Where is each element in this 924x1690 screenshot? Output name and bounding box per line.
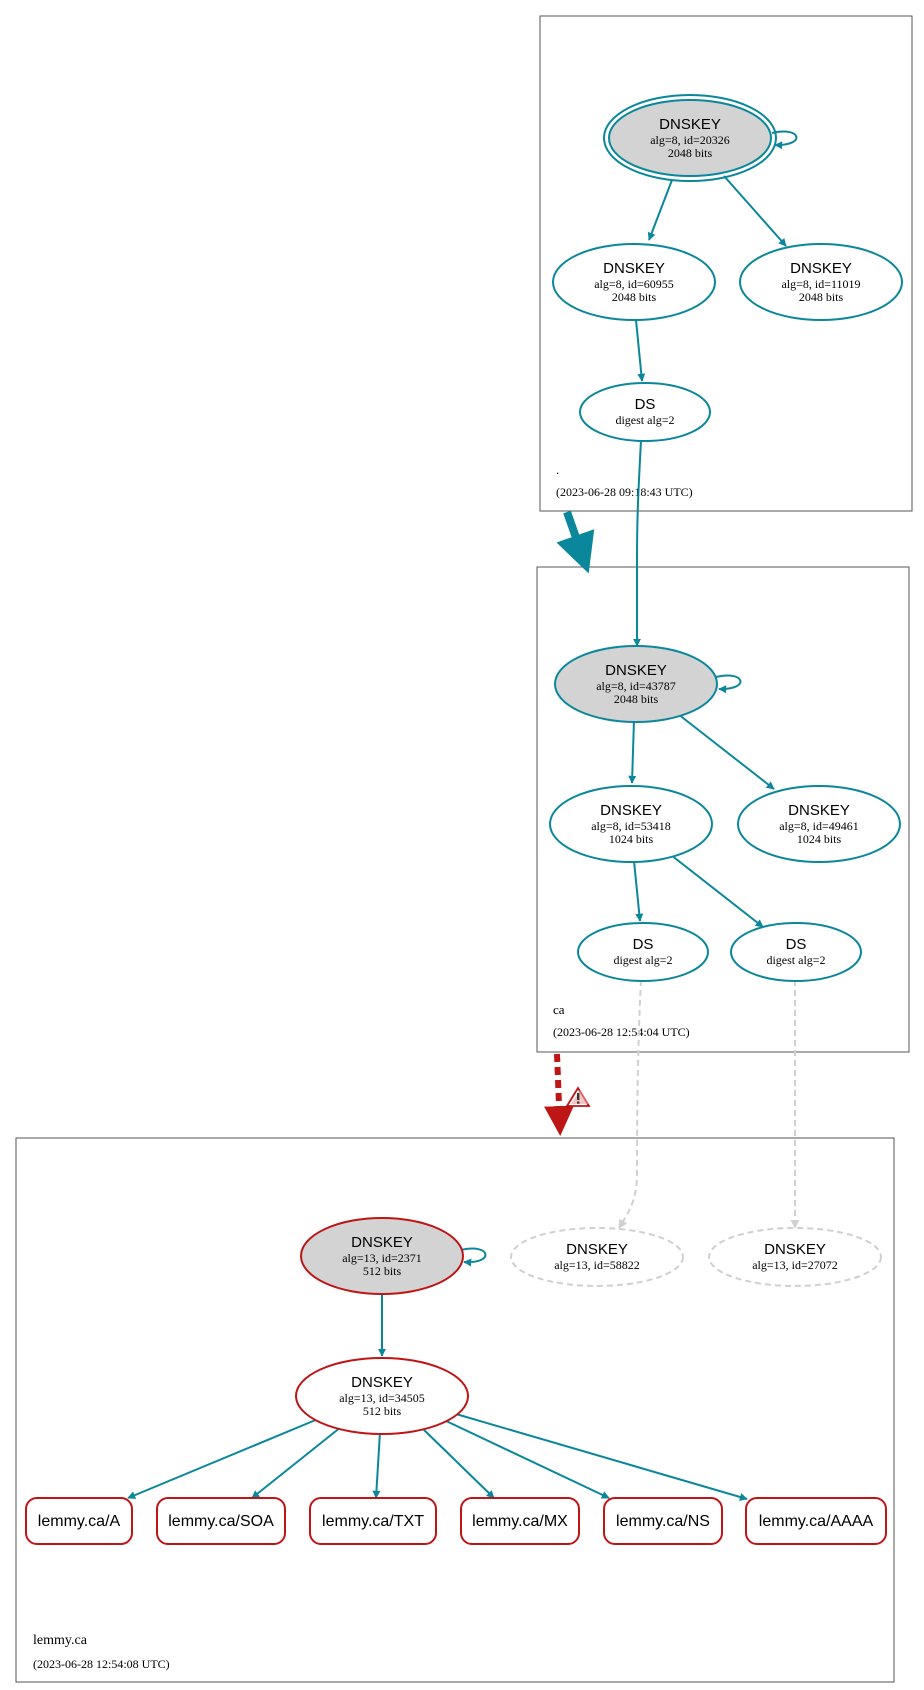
edge-lemmy-zsk-to-rr-ns — [443, 1419, 610, 1499]
edge-ca-zsk1-to-ds1 — [633, 860, 644, 922]
rrset-label: lemmy.ca/NS — [616, 1513, 710, 1530]
node-ca-zsk2[interactable]: DNSKEY alg=8, id=49461 1024 bits — [737, 785, 901, 863]
node-ca-ds1[interactable]: DS digest alg=2 — [577, 922, 709, 982]
zone-root-timestamp: (2023-06-28 09:18:43 UTC) — [556, 485, 693, 499]
edges — [127, 130, 800, 1501]
node-title: DNSKEY — [659, 116, 721, 133]
rrset-a[interactable]: lemmy.ca/A — [25, 1497, 133, 1545]
node-title: DNSKEY — [351, 1234, 413, 1251]
node-ca-zsk1[interactable]: DNSKEY alg=8, id=53418 1024 bits — [549, 785, 713, 863]
edge-ca-ksk-self — [715, 674, 742, 694]
node-root-ksk[interactable]: DNSKEY alg=8, id=20326 2048 bits — [603, 94, 777, 182]
node-title: DNSKEY — [605, 662, 667, 679]
node-detail: digest alg=2 — [615, 413, 674, 427]
zone-ca: ca (2023-06-28 12:54:04 UTC) — [536, 566, 910, 1053]
edge-lemmy-ksk-self — [460, 1247, 487, 1267]
node-title: DNSKEY — [788, 802, 850, 819]
node-bits: 1024 bits — [797, 832, 842, 846]
edge-root-ksk-self — [771, 130, 798, 150]
rrset-label: lemmy.ca/SOA — [168, 1513, 274, 1530]
zone-lemmy-name: lemmy.ca — [33, 1633, 88, 1648]
rrset-txt[interactable]: lemmy.ca/TXT — [309, 1497, 437, 1545]
zone-root: . (2023-06-28 09:18:43 UTC) — [539, 15, 913, 512]
node-bits: 2048 bits — [612, 290, 657, 304]
edge-ca-zsk1-to-ds2 — [670, 854, 764, 928]
node-title: DNSKEY — [351, 1374, 413, 1391]
rrset-soa[interactable]: lemmy.ca/SOA — [156, 1497, 286, 1545]
node-detail: alg=8, id=20326 — [650, 133, 730, 147]
node-lemmy-ksk[interactable]: DNSKEY alg=13, id=2371 512 bits — [300, 1217, 464, 1295]
node-detail: alg=13, id=27072 — [752, 1258, 838, 1272]
edge-root-ds-to-ca-ksk — [633, 439, 642, 647]
zone-ca-timestamp: (2023-06-28 12:54:04 UTC) — [553, 1025, 690, 1039]
edge-lemmy-zsk-to-rr-aaaa — [455, 1413, 748, 1501]
zone-lemmy: lemmy.ca (2023-06-28 12:54:08 UTC) — [15, 1137, 895, 1683]
node-root-ds[interactable]: DS digest alg=2 — [579, 382, 711, 442]
rrset-ns[interactable]: lemmy.ca/NS — [603, 1497, 723, 1545]
rrset-aaaa[interactable]: lemmy.ca/AAAA — [745, 1497, 887, 1545]
edge-delegation-ca-lemmy — [544, 1053, 575, 1136]
node-bits: 2048 bits — [614, 692, 659, 706]
edge-root-ksk-to-zsk2 — [723, 175, 787, 247]
rrset-label: lemmy.ca/A — [38, 1513, 121, 1530]
node-detail: alg=13, id=58822 — [554, 1258, 640, 1272]
node-title: DNSKEY — [764, 1241, 826, 1258]
node-title: DNSKEY — [603, 260, 665, 277]
node-title: DNSKEY — [566, 1241, 628, 1258]
rrset-label: lemmy.ca/TXT — [322, 1513, 424, 1530]
edge-lemmy-zsk-to-rr-txt — [372, 1431, 381, 1499]
zone-lemmy-timestamp: (2023-06-28 12:54:08 UTC) — [33, 1657, 170, 1671]
edge-lemmy-zsk-to-rr-mx — [420, 1426, 495, 1499]
node-title: DNSKEY — [790, 260, 852, 277]
node-bits: 512 bits — [363, 1404, 402, 1418]
node-detail: alg=13, id=2371 — [342, 1251, 422, 1265]
edge-delegation-root-ca — [556, 510, 595, 574]
node-bits: 512 bits — [363, 1264, 402, 1278]
node-root-zsk1[interactable]: DNSKEY alg=8, id=60955 2048 bits — [552, 243, 716, 321]
node-detail: alg=8, id=49461 — [779, 819, 859, 833]
node-detail: digest alg=2 — [766, 953, 825, 967]
edge-ca-ds1-to-lemmy-missing1 — [618, 979, 642, 1229]
node-lemmy-missing-key-2[interactable]: DNSKEY alg=13, id=27072 — [708, 1227, 882, 1287]
node-bits: 1024 bits — [609, 832, 654, 846]
node-title: DS — [786, 936, 807, 953]
node-detail: alg=8, id=11019 — [781, 277, 860, 291]
node-bits: 2048 bits — [799, 290, 844, 304]
node-ca-ds2[interactable]: DS digest alg=2 — [730, 922, 862, 982]
edge-ca-ksk-to-zsk2 — [677, 713, 775, 790]
node-bits: 2048 bits — [668, 146, 713, 160]
zone-ca-name: ca — [553, 1002, 565, 1017]
edge-lemmy-zsk-to-rr-a — [127, 1418, 319, 1499]
edge-root-ksk-to-zsk1 — [647, 179, 673, 241]
node-title: DS — [635, 396, 656, 413]
node-root-zsk2[interactable]: DNSKEY alg=8, id=11019 2048 bits — [739, 243, 903, 321]
node-detail: alg=8, id=43787 — [596, 679, 676, 693]
node-title: DNSKEY — [600, 802, 662, 819]
node-title: DS — [633, 936, 654, 953]
warning-triangle-icon — [565, 1086, 591, 1107]
node-ca-ksk[interactable]: DNSKEY alg=8, id=43787 2048 bits — [554, 645, 718, 723]
node-detail: digest alg=2 — [613, 953, 672, 967]
node-detail: alg=8, id=60955 — [594, 277, 674, 291]
node-lemmy-missing-key-1[interactable]: DNSKEY alg=13, id=58822 — [510, 1227, 684, 1287]
rrset-label: lemmy.ca/AAAA — [759, 1513, 874, 1530]
edge-root-zsk1-to-ds — [635, 319, 646, 382]
node-lemmy-zsk[interactable]: DNSKEY alg=13, id=34505 512 bits — [295, 1357, 469, 1435]
edge-ca-ksk-to-zsk1 — [628, 719, 637, 784]
edge-lemmy-zsk-to-rr-soa — [251, 1426, 342, 1499]
node-detail: alg=8, id=53418 — [591, 819, 671, 833]
zone-root-name: . — [556, 462, 559, 477]
rrset-label: lemmy.ca/MX — [472, 1513, 568, 1530]
rrset-mx[interactable]: lemmy.ca/MX — [460, 1497, 580, 1545]
node-detail: alg=13, id=34505 — [339, 1391, 425, 1405]
